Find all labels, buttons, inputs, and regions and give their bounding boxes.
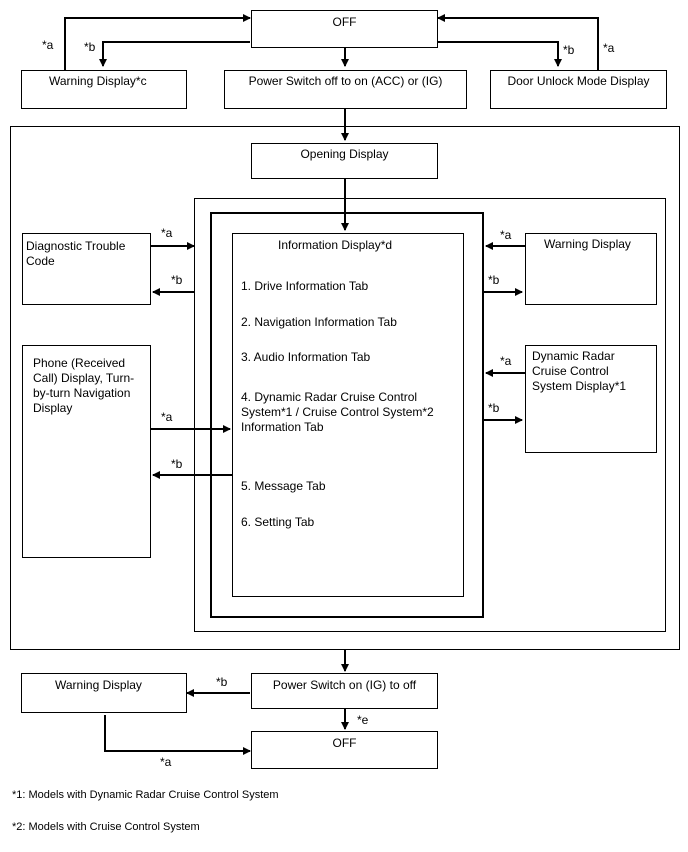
tab-setting: 6. Setting Tab	[241, 515, 315, 529]
radar-cruise-display-label: Dynamic Radar Cruise Control System Disp…	[532, 349, 627, 393]
tab-cruise-control-info: 4. Dynamic Radar Cruise Control System*1…	[241, 390, 434, 434]
main-frame	[10, 126, 680, 650]
door-unlock-label: Door Unlock Mode Display	[507, 74, 650, 88]
off-box-top: OFF	[251, 10, 438, 48]
phone-display-box: Phone (Received Call) Display, Turn- by-…	[22, 345, 151, 558]
label-a-phone: *a	[161, 410, 173, 424]
opening-display-label: Opening Display	[300, 147, 389, 161]
label-a-top-left: *a	[42, 38, 54, 52]
off-label-bottom: OFF	[332, 736, 357, 750]
label-b-top-left: *b	[84, 40, 96, 54]
label-a-warning-right: *a	[500, 228, 512, 242]
power-switch-off-box: Power Switch on (IG) to off	[251, 673, 438, 709]
warning-display-c-label: Warning Display*c	[49, 74, 147, 88]
arrow-door-unlock-to-off	[437, 14, 599, 72]
arrow-warning-to-off	[64, 14, 251, 72]
tab-navigation-info: 2. Navigation Information Tab	[241, 315, 397, 329]
radar-cruise-display-box: Dynamic Radar Cruise Control System Disp…	[525, 345, 657, 453]
arrow-warning-to-off-bottom	[104, 715, 251, 755]
power-switch-off-label: Power Switch on (IG) to off	[272, 678, 417, 692]
arrow-off-to-door-unlock	[438, 41, 562, 67]
power-switch-on-label: Power Switch off to on (ACC) or (IG)	[248, 74, 443, 88]
warning-display-right-box: Warning Display	[525, 233, 657, 305]
opening-display-box: Opening Display	[251, 143, 438, 179]
warning-display-right-label: Warning Display	[544, 237, 631, 251]
information-display-box: Information Display*d 1. Drive Informati…	[232, 233, 464, 597]
label-b-bottom: *b	[216, 675, 228, 689]
label-b-phone: *b	[171, 457, 183, 471]
tab-message: 5. Message Tab	[241, 479, 326, 493]
outer-display-frame	[194, 198, 666, 632]
label-b-warning-right: *b	[488, 273, 500, 287]
off-box-bottom: OFF	[251, 731, 438, 769]
phone-display-label: Phone (Received Call) Display, Turn- by-…	[33, 356, 135, 415]
label-a-bottom: *a	[160, 755, 172, 769]
diagnostic-trouble-code-box: Diagnostic Trouble Code	[22, 233, 151, 305]
warning-display-bottom-label: Warning Display	[55, 678, 142, 692]
power-switch-on-box: Power Switch off to on (ACC) or (IG)	[224, 70, 467, 109]
label-a-radar: *a	[500, 354, 512, 368]
label-b-radar: *b	[488, 401, 500, 415]
warning-display-bottom-box: Warning Display	[21, 673, 187, 713]
label-e-bottom: *e	[357, 713, 369, 727]
footnote-2: *2: Models with Cruise Control System	[12, 821, 200, 833]
label-a-top-right: *a	[603, 41, 615, 55]
footnote-1: *1: Models with Dynamic Radar Cruise Con…	[12, 789, 279, 801]
arrow-off-to-warning	[99, 41, 250, 67]
label-b-dtc: *b	[171, 273, 183, 287]
inner-display-frame	[210, 212, 484, 618]
off-label-top: OFF	[332, 15, 357, 29]
diagnostic-trouble-code-label: Diagnostic Trouble Code	[26, 239, 126, 268]
label-b-top-right: *b	[563, 43, 575, 57]
tab-audio-info: 3. Audio Information Tab	[241, 350, 371, 364]
tab-drive-info: 1. Drive Information Tab	[241, 279, 369, 293]
warning-display-c-box: Warning Display*c	[21, 70, 187, 109]
information-display-title: Information Display*d	[278, 238, 393, 252]
door-unlock-box: Door Unlock Mode Display	[490, 70, 667, 109]
label-a-dtc: *a	[161, 226, 173, 240]
